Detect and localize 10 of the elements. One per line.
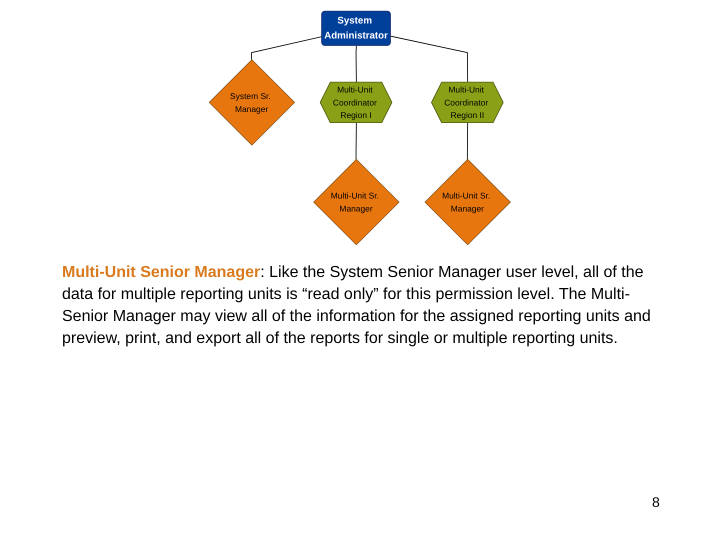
connector	[251, 36, 323, 60]
node-diamond: Multi-Unit Sr. Manager	[424, 158, 512, 246]
node-diamond: System Sr. Manager	[208, 59, 296, 146]
connector	[467, 122, 468, 160]
connector	[390, 36, 468, 83]
page-number: 8	[652, 494, 661, 510]
description-paragraph: Multi-Unit Senior Manager: Like the System Senior Manager user level, all of the data for multiple reporting units is “read only” for this permission level. The Multi-Senior Manager may view all of the information for the assigned reporting units and preview, print, and export all of the reports for single or multiple reporting units.	[62, 263, 652, 349]
connector	[356, 45, 357, 83]
connector	[356, 122, 357, 160]
node-diamond: Multi-Unit Sr. Manager	[313, 158, 400, 246]
